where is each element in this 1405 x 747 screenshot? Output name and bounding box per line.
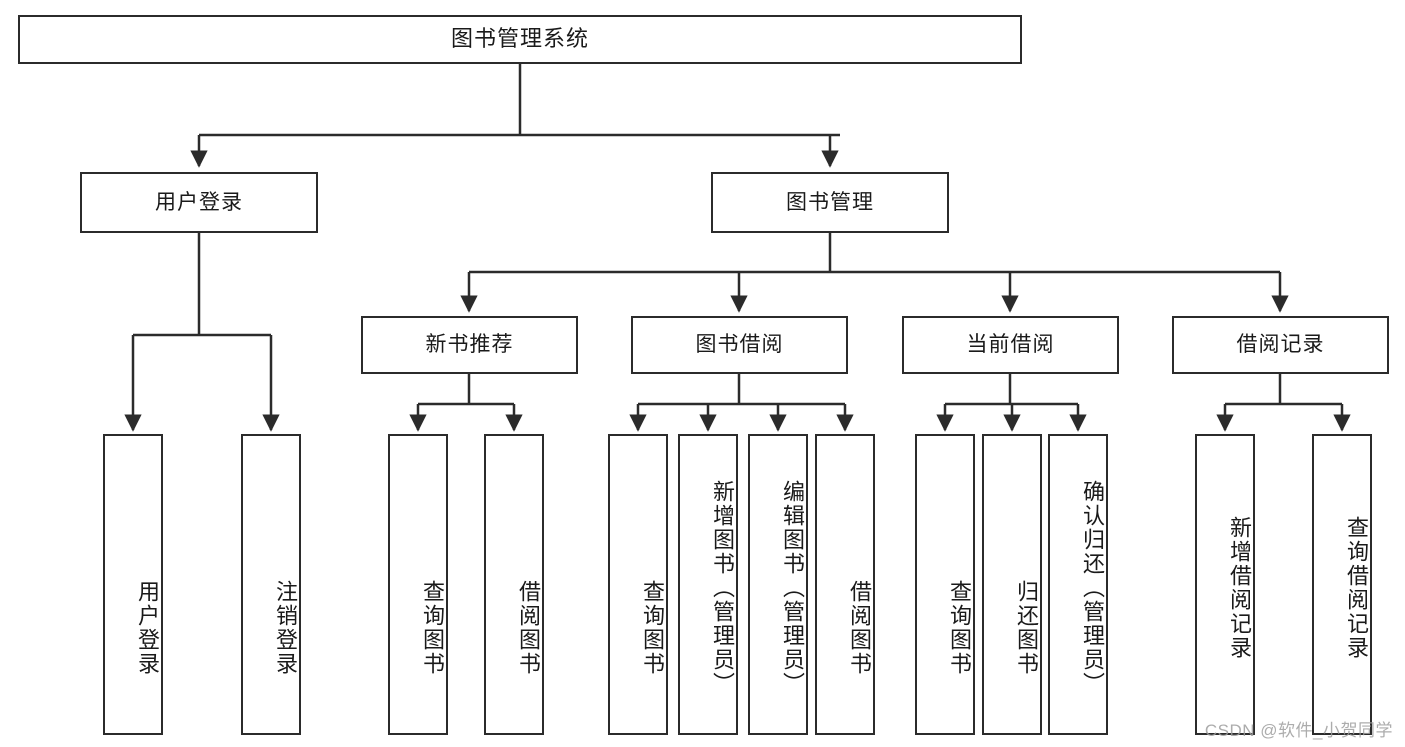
- leaf-new-book-query[interactable]: 查询图书: [388, 434, 448, 735]
- leaf-current-confirm-return-admin-label: 确认归还（管理员）: [1080, 479, 1105, 696]
- node-user-login-label: 用户登录: [155, 190, 243, 214]
- leaf-user-login-signout-label: 注销登录: [273, 579, 298, 676]
- node-new-book-recommend-label: 新书推荐: [425, 333, 514, 357]
- leaf-new-book-borrow[interactable]: 借阅图书: [484, 434, 544, 735]
- leaf-borrow-query-book-label: 查询图书: [640, 579, 665, 676]
- leaf-current-query-book-label: 查询图书: [947, 579, 972, 676]
- node-borrow-record-label: 借阅记录: [1236, 333, 1325, 357]
- node-user-login[interactable]: 用户登录: [80, 172, 318, 233]
- leaf-current-return-book-label: 归还图书: [1014, 579, 1039, 676]
- leaf-user-login-signout[interactable]: 注销登录: [241, 434, 301, 735]
- node-book-management-label: 图书管理: [786, 190, 874, 214]
- leaf-borrow-query-book[interactable]: 查询图书: [608, 434, 668, 735]
- leaf-record-add-label: 新增借阅记录: [1227, 515, 1252, 660]
- leaf-borrow-add-book-admin[interactable]: 新增图书（管理员）: [678, 434, 738, 735]
- node-book-borrow[interactable]: 图书借阅: [631, 316, 848, 374]
- node-current-borrow-label: 当前借阅: [966, 333, 1055, 357]
- leaf-record-query-label: 查询借阅记录: [1344, 515, 1369, 660]
- node-book-borrow-label: 图书借阅: [695, 333, 784, 357]
- leaf-new-book-query-label: 查询图书: [420, 579, 445, 676]
- node-root-system[interactable]: 图书管理系统: [18, 15, 1022, 64]
- leaf-borrow-edit-book-admin-label: 编辑图书（管理员）: [780, 479, 805, 696]
- leaf-current-confirm-return-admin[interactable]: 确认归还（管理员）: [1048, 434, 1108, 735]
- leaf-record-query[interactable]: 查询借阅记录: [1312, 434, 1372, 735]
- leaf-borrow-edit-book-admin[interactable]: 编辑图书（管理员）: [748, 434, 808, 735]
- leaf-borrow-add-book-admin-label: 新增图书（管理员）: [710, 479, 735, 696]
- leaf-borrow-borrow-book[interactable]: 借阅图书: [815, 434, 875, 735]
- csdn-watermark: CSDN @软件_小贺同学: [1204, 721, 1393, 740]
- node-root-system-label: 图书管理系统: [450, 26, 589, 52]
- leaf-new-book-borrow-label: 借阅图书: [516, 579, 541, 676]
- leaf-user-login-signin[interactable]: 用户登录: [103, 434, 163, 735]
- leaf-borrow-borrow-book-label: 借阅图书: [847, 579, 872, 676]
- leaf-current-return-book[interactable]: 归还图书: [982, 434, 1042, 735]
- node-borrow-record[interactable]: 借阅记录: [1172, 316, 1389, 374]
- leaf-record-add[interactable]: 新增借阅记录: [1195, 434, 1255, 735]
- node-current-borrow[interactable]: 当前借阅: [902, 316, 1119, 374]
- leaf-user-login-signin-label: 用户登录: [135, 579, 160, 676]
- node-new-book-recommend[interactable]: 新书推荐: [361, 316, 578, 374]
- leaf-current-query-book[interactable]: 查询图书: [915, 434, 975, 735]
- node-book-management[interactable]: 图书管理: [711, 172, 949, 233]
